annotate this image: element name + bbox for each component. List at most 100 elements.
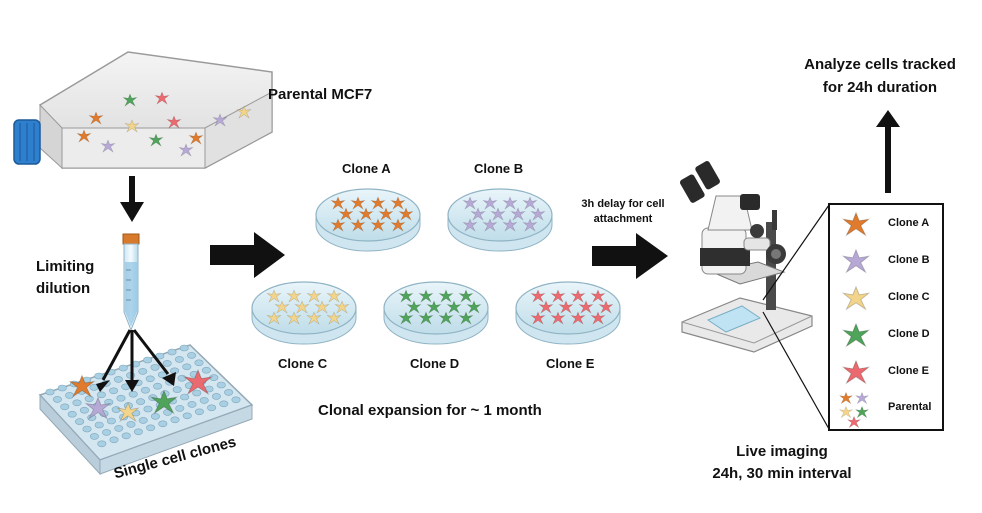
arrows-tube-to-plate [96,329,176,392]
plate-well [182,363,192,371]
plate-well [65,392,75,399]
analyze-label-line2: for 24h duration [822,79,938,96]
plate-well [216,381,226,389]
plate-well [118,364,128,372]
microscope [679,161,813,353]
dish-label-clone-b: Clone B [474,161,524,176]
parental-mcf7-label: Parental MCF7 [268,86,373,103]
arrow-up-to-analysis [876,110,900,193]
dilution-tube [122,233,140,332]
plate-well [143,405,153,413]
plate-well [145,375,155,383]
plate-well [109,436,119,444]
plate-well [167,348,177,356]
plate-well [157,371,167,379]
arrow-to-microscope [592,233,668,279]
delay-label-line1: 3h delay for cell [581,198,665,210]
plate-well [72,399,82,407]
plate-well [113,376,123,383]
plate-well [231,396,241,404]
plate-well [170,416,180,424]
plate-well [52,396,62,403]
plate-well [140,386,150,394]
plate-well [207,404,217,412]
plate-well [106,417,116,425]
plate-well [143,356,153,364]
legend-box [762,203,944,431]
legend-item-clone-d: Clone D [888,328,930,340]
dish-label-clone-d: Clone D [410,356,460,371]
live-imaging-label-line1: Live imaging [736,443,828,460]
plate-well [182,412,192,420]
legend-item-clone-e: Clone E [888,365,929,377]
plate-well [187,352,197,359]
plate-well [201,366,211,374]
plate-well [94,421,104,429]
plate-well [96,391,106,399]
plate-well [79,406,89,414]
plate-well [82,425,92,433]
analyze-label-line1: Analyze cells tracked [804,56,956,73]
delay-label-line2: attachment [593,213,653,225]
plate-well [219,400,229,408]
dish-label-clone-e: Clone E [546,356,595,371]
dish-label-clone-c: Clone C [278,356,328,371]
plate-well [180,393,190,401]
plate-well [150,413,160,420]
limiting-dilution-label-line2: dilution [36,280,91,297]
plate-well [192,389,202,397]
petri-dish-c [251,281,357,345]
plate-well [128,390,138,398]
plate-well [199,397,209,404]
plate-well [126,421,136,428]
plate-well [146,424,156,432]
plate-well [84,395,94,403]
culture-flask [13,51,273,170]
plate-well [138,417,148,424]
plate-well [94,372,104,380]
plate-well [211,393,221,400]
plate-well [150,364,160,371]
plate-well [89,433,99,440]
legend-item-clone-a: Clone A [888,217,930,229]
petri-dish-e [515,281,621,345]
plate-well [97,440,107,448]
legend-item-clone-c: Clone C [888,291,930,303]
dish-label-clone-a: Clone A [342,161,391,176]
plate-well [109,387,119,395]
plate-well [75,418,85,425]
petri-dish-b [447,188,553,252]
live-imaging-label-line2: 24h, 30 min interval [712,465,852,482]
plate-well [172,386,182,393]
plate-well [114,425,124,432]
plate-well [162,360,172,367]
petri-dish-d [383,281,489,345]
plate-well [102,429,112,436]
plate-well [138,368,148,375]
plate-well [194,408,204,416]
plate-well [121,432,131,440]
plate-well [177,374,187,382]
petri-dishes [251,188,621,345]
plate-well [57,384,67,392]
legend-item-parental: Parental [888,401,932,413]
plate-well [179,344,189,352]
limiting-dilution-label-line1: Limiting [36,258,95,275]
plate-well [136,398,146,405]
plate-well [60,403,70,411]
legend-item-clone-b: Clone B [888,254,930,266]
plate-well [133,428,143,436]
arrow-to-dishes [210,232,285,278]
plate-well [187,401,197,408]
plate-well [175,405,185,412]
plate-well [174,356,184,363]
clonal-expansion-label: Clonal expansion for ~ 1 month [318,402,542,419]
arrow-flask-to-tube [120,176,144,222]
plate-well [45,388,55,396]
plate-well [116,394,126,402]
plate-well [158,420,168,428]
plate-well [153,382,163,390]
petri-dish-a [315,188,421,252]
plate-well [194,359,204,367]
plate-well [67,410,77,418]
